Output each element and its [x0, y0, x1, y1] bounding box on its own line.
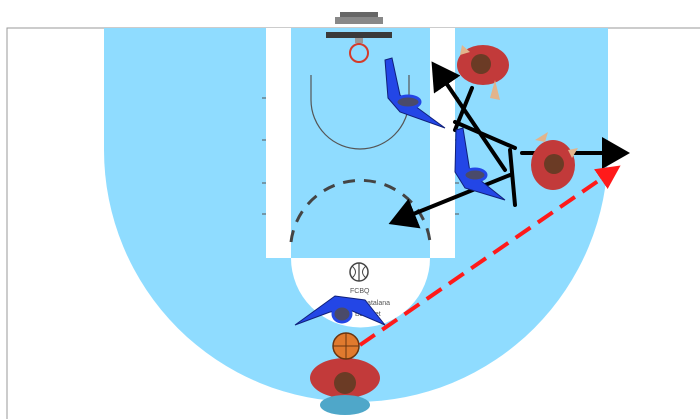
lane-border-left — [266, 28, 291, 258]
logo-org-line1: FCBQ — [350, 288, 370, 295]
lane-border-right — [430, 28, 455, 258]
